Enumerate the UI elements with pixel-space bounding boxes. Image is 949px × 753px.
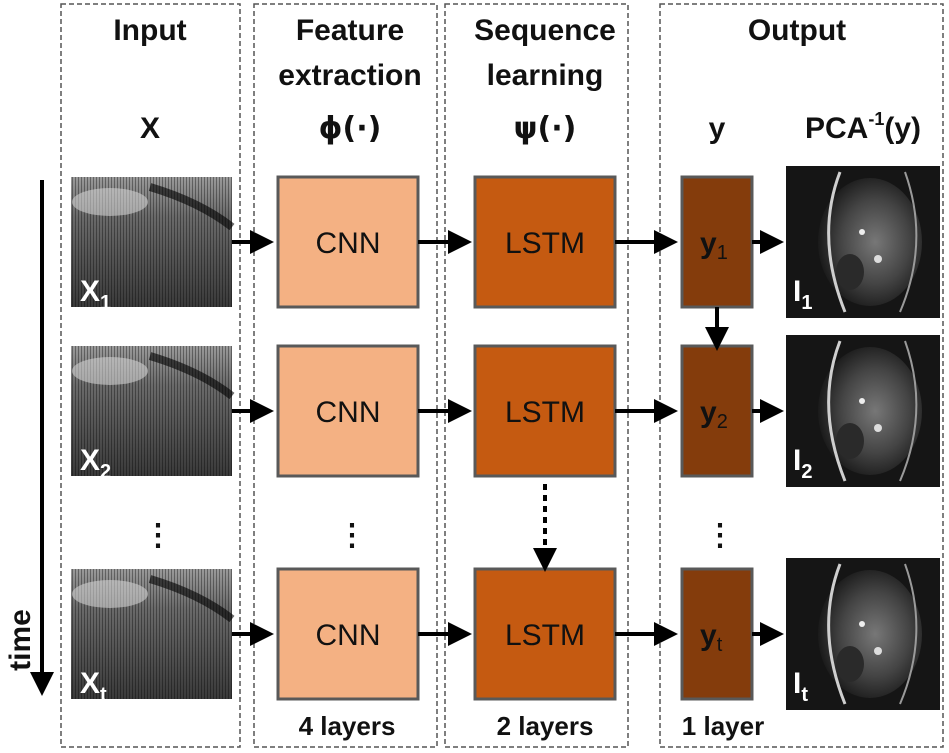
sequence-layers-label: 2 layers	[497, 711, 594, 741]
input-symbol: X	[140, 112, 160, 145]
y-ellipsis: ⋮	[705, 519, 735, 552]
sequence-column-frame	[444, 3, 629, 748]
output-layers-label: 1 layer	[682, 711, 764, 741]
mri-image	[786, 166, 940, 318]
sequence-header-line1: Sequence	[474, 14, 616, 47]
input-ellipsis: ⋮	[143, 519, 173, 552]
y-output-box	[680, 344, 754, 478]
mri-image	[786, 558, 940, 710]
sequence-header-line2: learning	[487, 59, 604, 92]
mri-frame-label: It	[793, 667, 808, 706]
input-header: Input	[113, 14, 186, 47]
feature-layers-label: 4 layers	[299, 711, 396, 741]
y-output-label: yt	[700, 619, 723, 656]
y-output-label: y2	[700, 396, 728, 433]
output-pca-symbol: PCA-1(y)	[805, 109, 921, 145]
cnn-label: CNN	[316, 227, 381, 260]
output-column-frame	[659, 3, 944, 748]
lstm-box	[473, 344, 617, 478]
feature-column-frame	[253, 3, 438, 748]
output-header: Output	[748, 14, 846, 47]
cnn-ellipsis: ⋮	[337, 519, 367, 552]
ultrasound-image	[71, 346, 235, 476]
input-frame-label: X1	[80, 275, 111, 314]
mri-frame-label: I1	[793, 275, 812, 314]
cnn-box	[276, 344, 420, 478]
input-frame-label: X2	[80, 444, 111, 483]
ultrasound-image	[71, 569, 235, 699]
mri-image	[786, 335, 940, 487]
cnn-label: CNN	[316, 396, 381, 429]
cnn-box	[276, 567, 420, 701]
time-label: time	[4, 609, 37, 671]
lstm-box	[473, 175, 617, 309]
input-column-frame	[60, 3, 241, 748]
ultrasound-image	[71, 177, 235, 307]
lstm-label: LSTM	[505, 396, 585, 429]
feature-header-line2: extraction	[278, 59, 421, 92]
mri-frame-label: I2	[793, 444, 812, 483]
feature-header-line1: Feature	[296, 14, 404, 47]
lstm-label: LSTM	[505, 227, 585, 260]
y-output-box	[680, 567, 754, 701]
cnn-label: CNN	[316, 619, 381, 652]
y-output-box	[680, 175, 754, 309]
y-output-label: y1	[700, 227, 728, 264]
feature-symbol: ϕ(·)	[319, 111, 382, 146]
input-frame-label: Xt	[80, 667, 107, 706]
output-y-symbol: y	[709, 112, 726, 145]
lstm-label: LSTM	[505, 619, 585, 652]
sequence-symbol: ψ(·)	[514, 111, 577, 146]
